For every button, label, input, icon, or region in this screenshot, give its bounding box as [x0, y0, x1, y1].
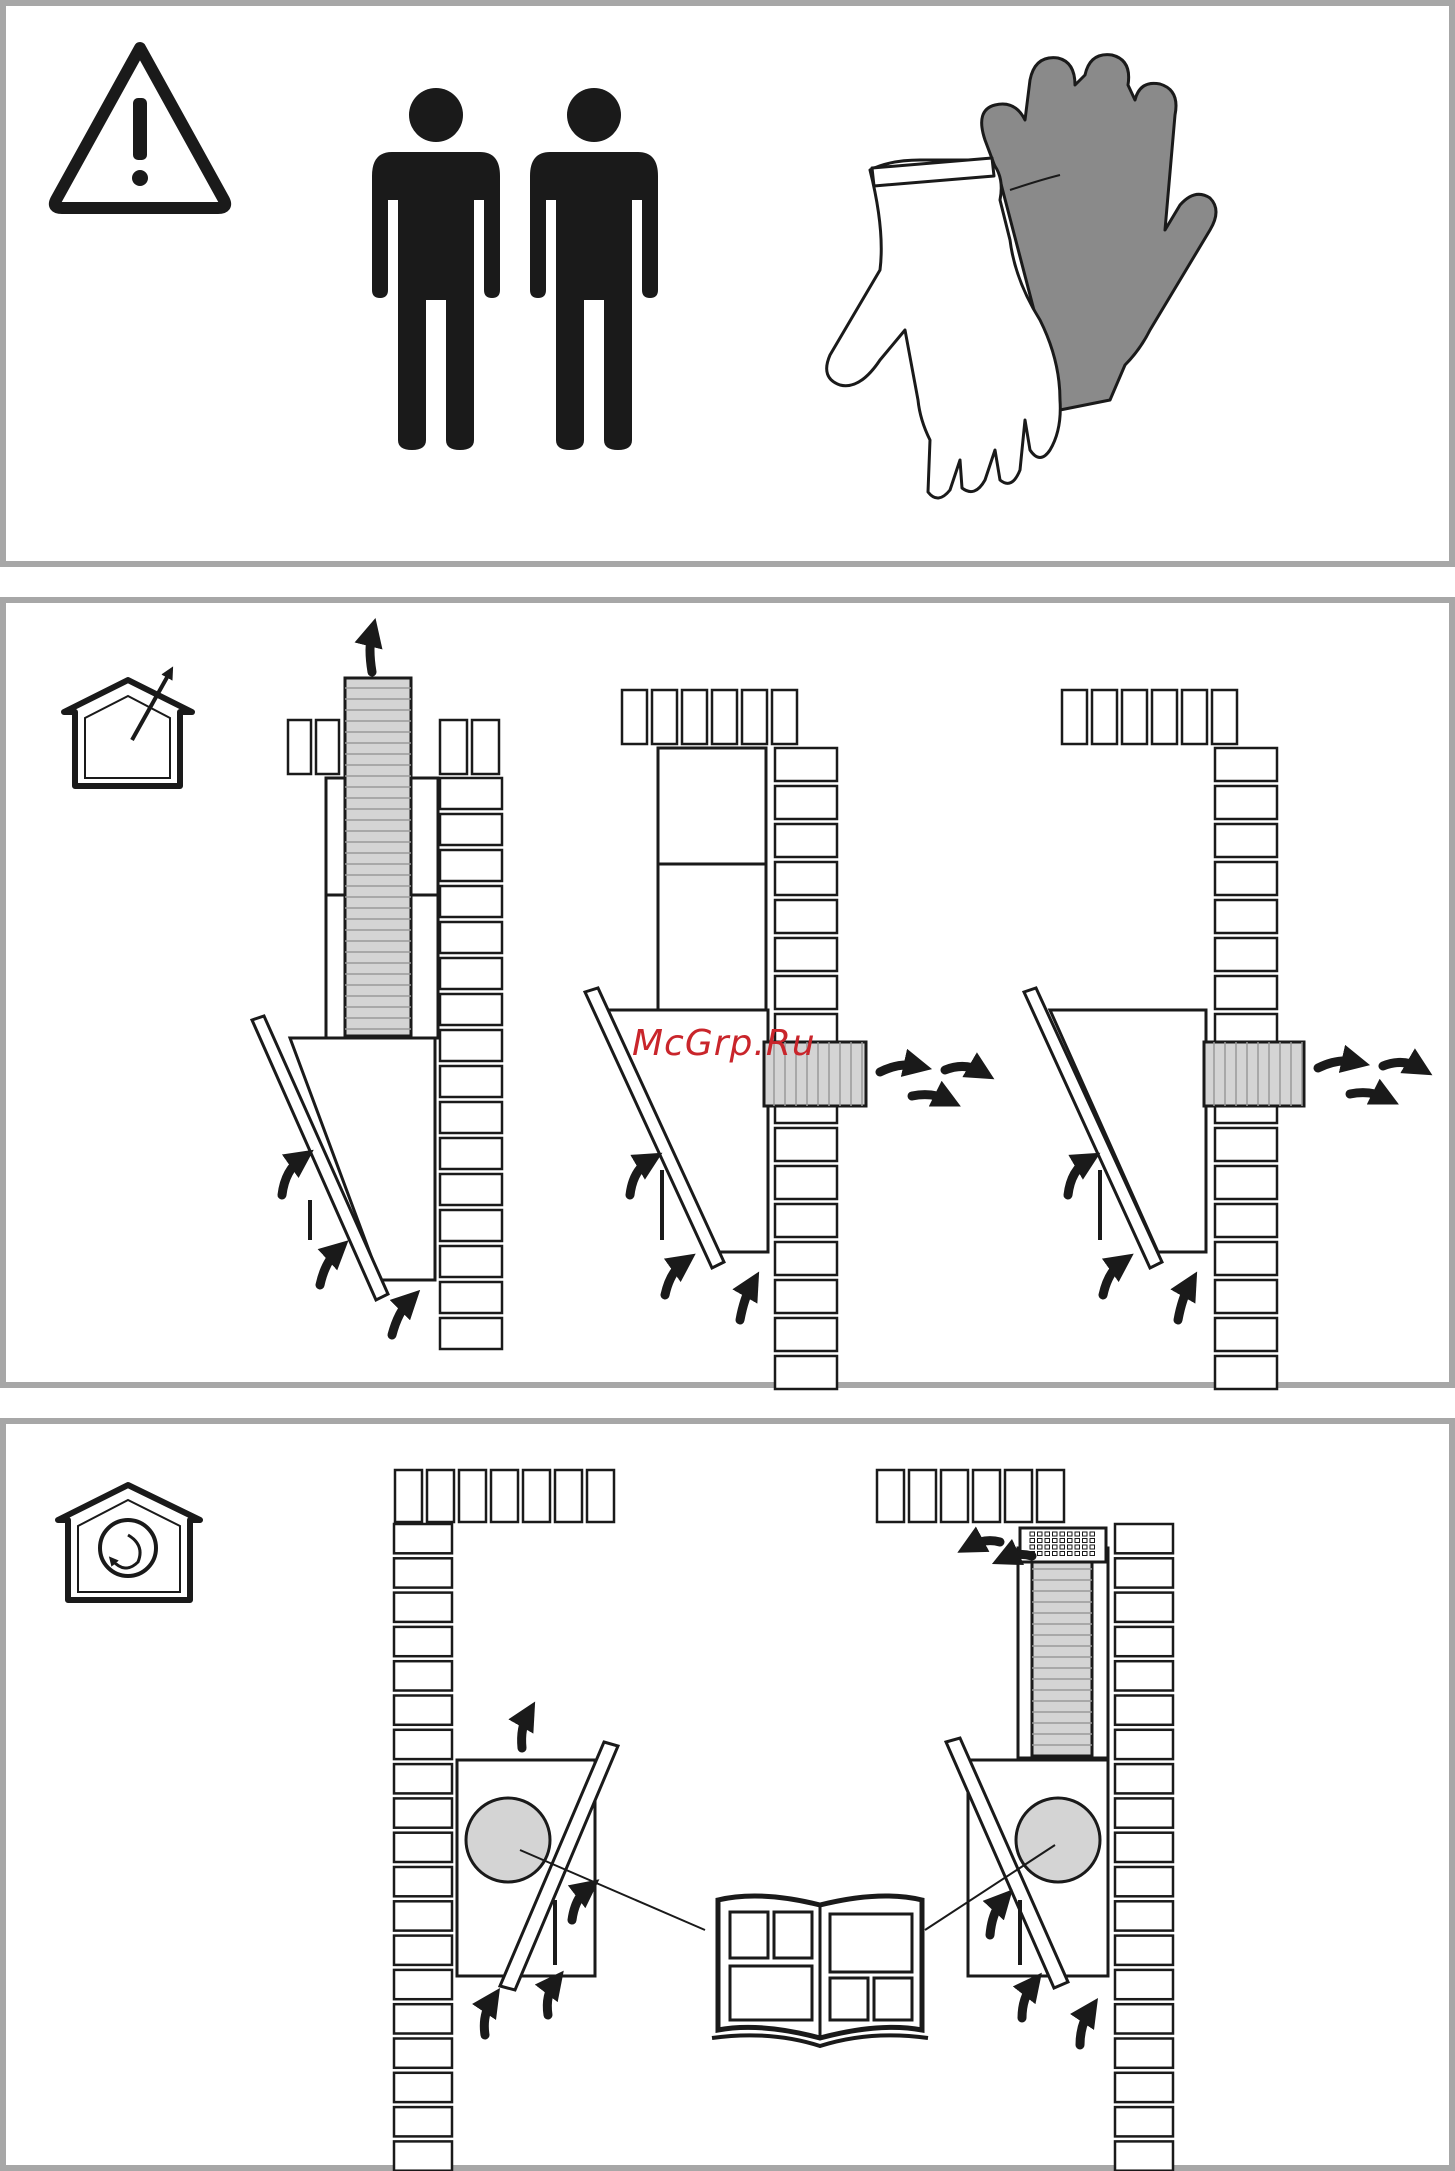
airflow-arrow-icon: [1022, 1984, 1033, 2018]
airflow-arrow-icon: [1178, 1284, 1190, 1320]
carbon-filter-icon: [466, 1798, 550, 1882]
airflow-arrow-icon: [912, 1095, 948, 1100]
duct: [1204, 1042, 1304, 1106]
airflow-arrow-icon: [665, 1262, 684, 1295]
brick-wall: [394, 1524, 452, 2171]
airflow-arrow-icon: [370, 632, 372, 672]
house-recirculation-icon: [58, 1485, 200, 1600]
recirculation-diagrams: [394, 1470, 1173, 2171]
carbon-filter-icon: [1016, 1798, 1100, 1882]
cooker-hood: [252, 1016, 435, 1300]
duct: [345, 678, 411, 1036]
chimney-cover: [658, 864, 766, 1010]
airflow-arrow-icon: [1350, 1093, 1386, 1098]
brick-ceiling: [440, 720, 499, 774]
airflow-arrow-icon: [392, 1300, 410, 1335]
airflow-arrow-icon: [630, 1160, 650, 1195]
airflow-arrow-icon: [740, 1284, 752, 1320]
airflow-arrow-icon: [880, 1065, 918, 1072]
airflow-arrow-icon: [1005, 1554, 1032, 1558]
brick-ceiling: [877, 1470, 1064, 1522]
airflow-arrow-icon: [1068, 1160, 1088, 1195]
brick-ceiling: [288, 720, 339, 774]
airflow-arrow-icon: [1080, 2010, 1090, 2045]
cooker-hood: [1024, 988, 1206, 1268]
duct: [1032, 1548, 1092, 1756]
brick-ceiling: [1062, 690, 1237, 744]
person-icon: [372, 88, 500, 450]
airflow-arrow-icon: [522, 1714, 528, 1748]
protective-gloves-icon: [827, 55, 1216, 498]
house-exhaust-icon: [64, 672, 192, 786]
chimney-cover: [658, 748, 766, 864]
airflow-arrow-icon: [1383, 1062, 1420, 1068]
brick-ceiling: [395, 1470, 614, 1522]
warning-triangle-icon: [55, 48, 225, 208]
airflow-arrow-icon: [484, 2000, 492, 2035]
extraction-diagrams: [252, 632, 1420, 1389]
two-persons-icon: [372, 88, 658, 450]
brick-wall: [1115, 1524, 1173, 2171]
airflow-arrow-icon: [282, 1158, 302, 1195]
manual-book-icon: [712, 1896, 928, 2046]
airflow-arrow-icon: [1103, 1262, 1122, 1295]
airflow-arrow-icon: [547, 1982, 555, 2015]
brick-wall: [440, 778, 502, 1349]
person-icon: [530, 88, 658, 450]
watermark-text: McGrp.Ru: [632, 1023, 816, 1064]
brick-ceiling: [622, 690, 797, 744]
airflow-arrow-icon: [945, 1066, 982, 1072]
airflow-arrow-icon: [970, 1541, 1000, 1546]
airflow-arrow-icon: [320, 1250, 338, 1285]
airflow-arrow-icon: [1318, 1061, 1356, 1068]
